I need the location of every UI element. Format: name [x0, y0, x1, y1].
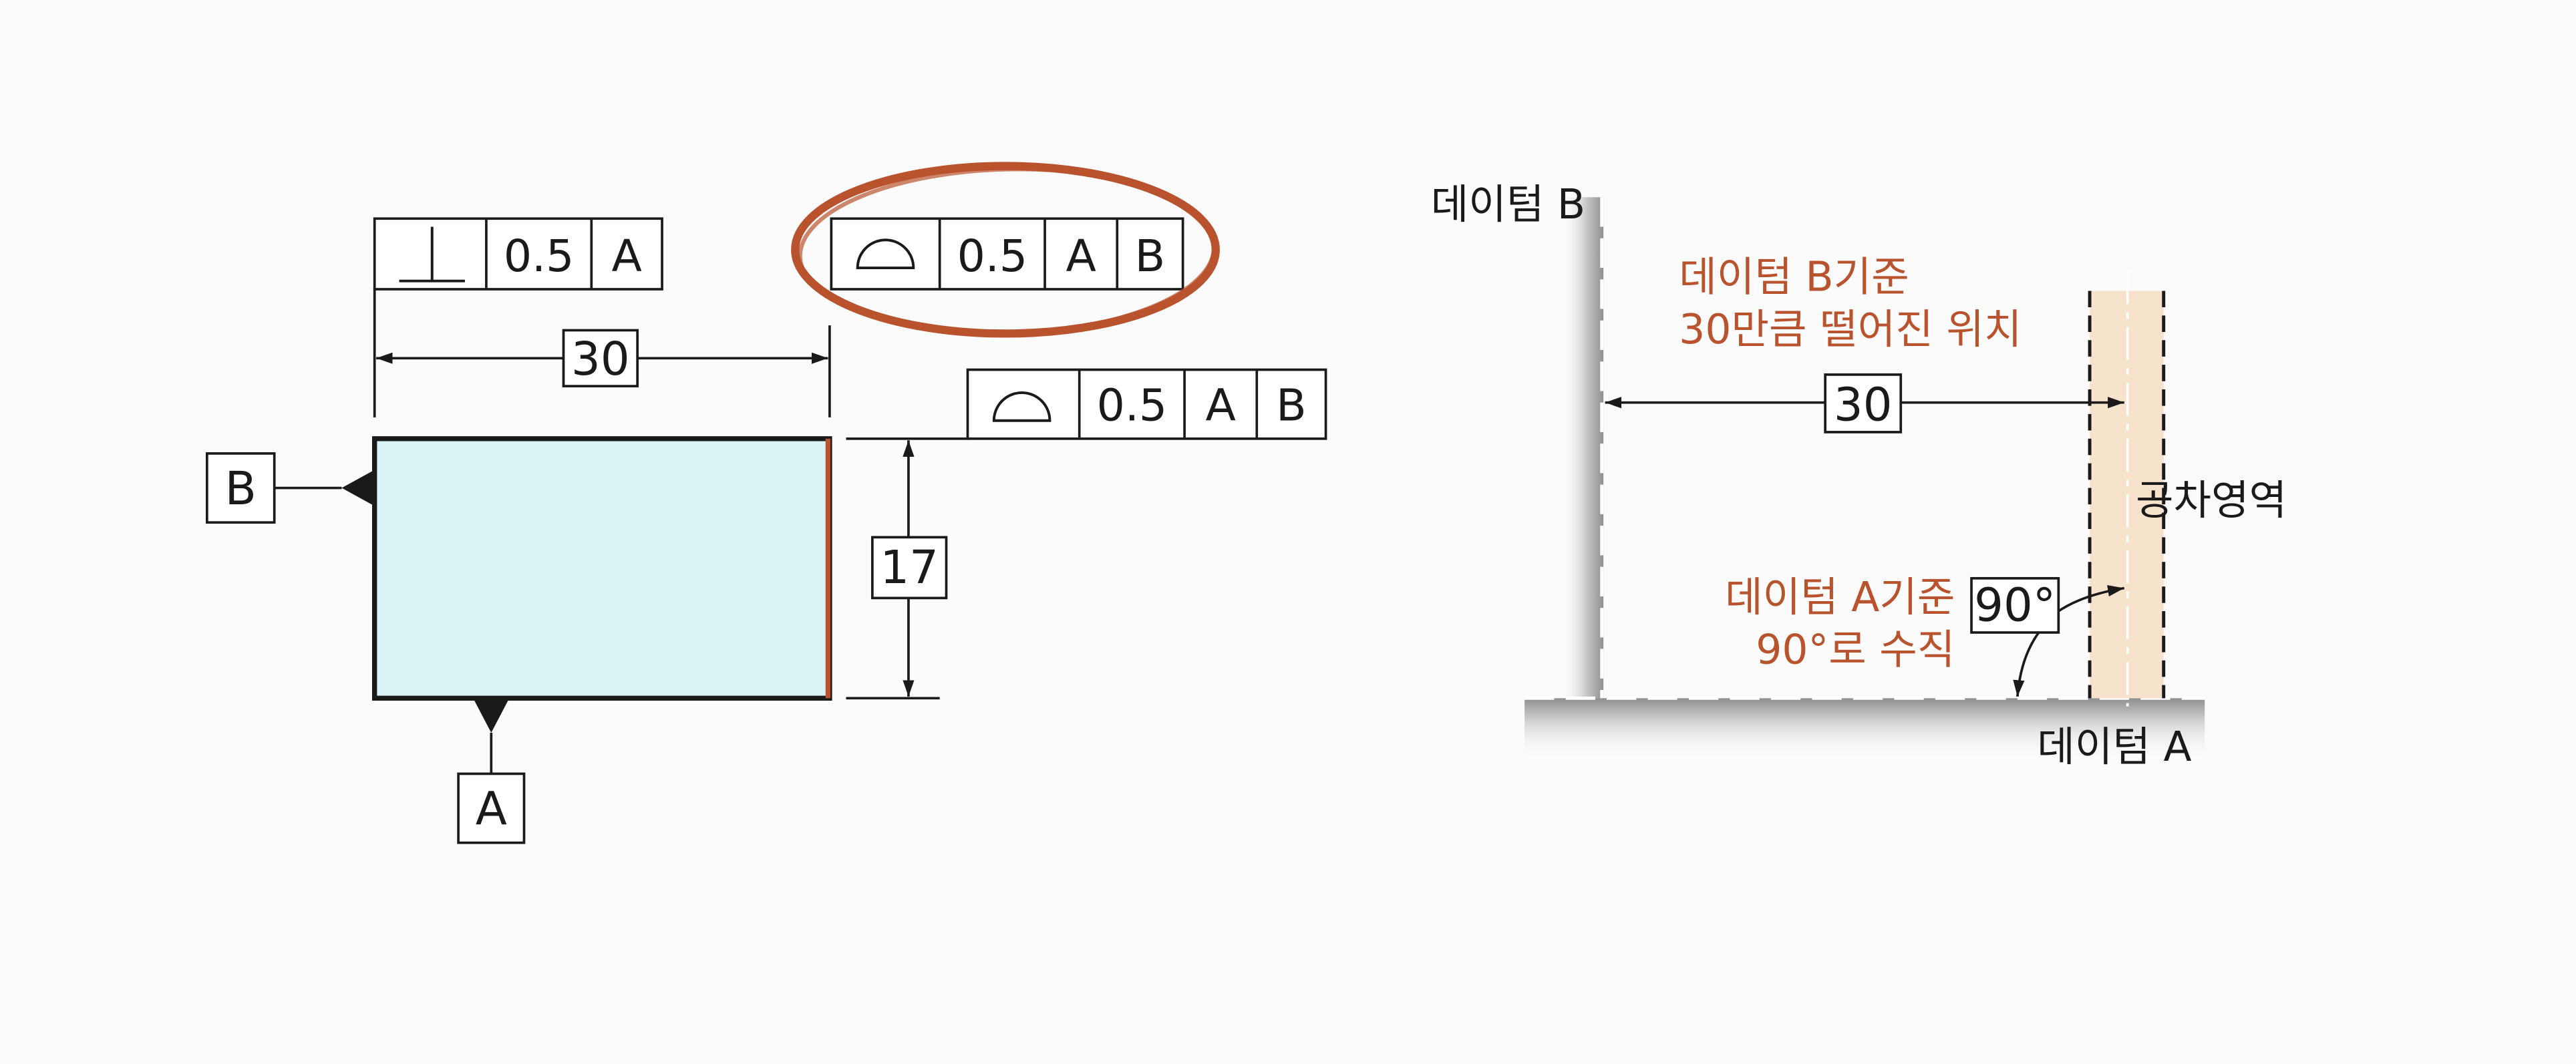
profile-of-surface-icon: [856, 238, 915, 269]
distance-note-line1: 데이텀 B기준: [1679, 253, 1909, 301]
profile-of-surface-icon: [992, 391, 1052, 422]
datum-feature-a-letter: A: [476, 783, 507, 836]
profile-leader-datum-a: A: [1205, 379, 1235, 431]
dimension-height-value: 17: [880, 541, 939, 594]
profile-frame-leader: 0.5 A B: [966, 368, 1327, 440]
basic-angle-box: [1970, 576, 2060, 634]
perpendicularity-tolerance: 0.5: [504, 230, 575, 282]
left-drawing: 30 17 0.5 A 0.5 A: [206, 162, 1327, 844]
datum-feature-a: A: [457, 698, 526, 844]
part-body: [372, 436, 832, 701]
datum-a-plane: [1524, 698, 2205, 761]
basic-dimension-box-width: [562, 329, 639, 387]
datum-b-label: 데이텀 B: [1431, 181, 1585, 228]
dimension-30-value: 30: [1834, 379, 1893, 432]
tolerance-zone-label: 공차영역: [2136, 477, 2287, 524]
dimension-width-value: 30: [571, 333, 630, 386]
perpendicularity-datum: A: [611, 230, 641, 282]
datum-feature-b-letter: B: [225, 462, 257, 516]
profile-highlighted-datum-b: B: [1135, 230, 1166, 282]
profile-highlighted-datum-a: A: [1066, 230, 1096, 282]
highlight-ellipse: [791, 162, 1220, 338]
profile-frame-highlighted: 0.5 A B: [830, 217, 1184, 291]
right-drawing: 30 90° 데이텀 B 데이텀 B기준 30만큼 떨어진 위치 공차영역 데이…: [1431, 181, 2287, 771]
basic-dimension-box-30: [1824, 373, 1903, 433]
datum-b-plane: [1561, 197, 1604, 699]
profile-highlighted-tolerance: 0.5: [957, 230, 1028, 282]
perpendicularity-frame: 0.5 A: [373, 217, 663, 291]
basic-dimension-box-height: [870, 536, 948, 600]
angle-note-line1: 데이텀 A기준: [1725, 574, 1955, 621]
profile-leader-tolerance: 0.5: [1097, 379, 1168, 431]
perpendicularity-icon: [399, 226, 465, 283]
angle-note-line2: 90°로 수직: [1756, 627, 1955, 674]
profile-leader-datum-b: B: [1276, 379, 1307, 431]
datum-triangle-icon: [473, 698, 510, 733]
angle-arc-lower: [2013, 631, 2040, 697]
angle-90-value: 90°: [1974, 579, 2056, 633]
datum-a-label: 데이텀 A: [2037, 723, 2191, 771]
datum-triangle-icon: [341, 470, 375, 506]
datum-feature-b: B: [206, 452, 375, 524]
angle-arc-upper: [2058, 584, 2125, 612]
distance-note-line2: 30만큼 떨어진 위치: [1679, 306, 2022, 353]
